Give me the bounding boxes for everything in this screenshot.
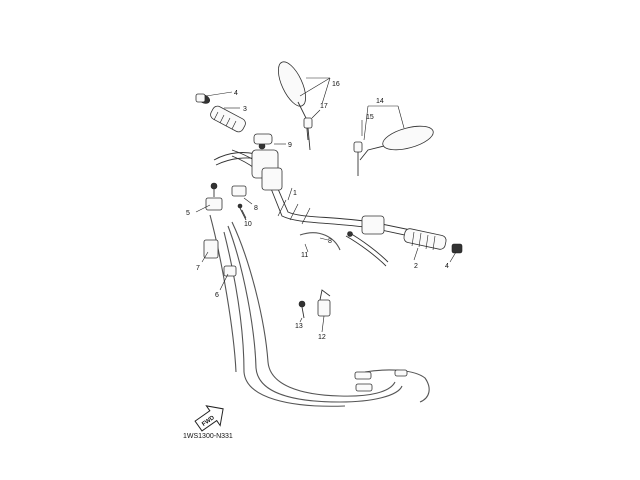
right-lever-assembly: [345, 215, 389, 267]
callout-13: 13: [295, 323, 303, 330]
diagram-code: 1WS1300-N331: [183, 433, 233, 440]
callout-3: 3: [243, 106, 247, 113]
grip-end-left: [195, 93, 210, 104]
mirror-right: [353, 125, 434, 176]
callout-15: 15: [366, 114, 374, 121]
callout-9: 9: [288, 142, 292, 149]
callout-2: 2: [414, 263, 418, 270]
callout-5: 5: [186, 210, 190, 217]
leader-lines: [195, 77, 457, 333]
callout-17: 17: [320, 103, 328, 110]
callout-7: 7: [196, 265, 200, 272]
right-grip: [403, 228, 447, 251]
callout-6: 6: [215, 292, 219, 299]
brake-switch-parts: [298, 289, 331, 319]
callout-14: 14: [376, 98, 384, 105]
fwd-arrow-icon: FWD: [194, 405, 224, 432]
callout-12: 12: [318, 334, 326, 341]
callout-16: 16: [332, 81, 340, 88]
left-lever-assembly: [213, 133, 283, 191]
left-switch-parts: [203, 182, 247, 277]
mirror-left: [277, 61, 313, 151]
callout-1: 1: [293, 190, 297, 197]
callout-8-mid: 8: [328, 238, 332, 245]
callout-4: 4: [234, 90, 238, 97]
callout-8: 8: [254, 205, 258, 212]
callout-11: 11: [301, 252, 308, 259]
callout-labels: 1 2 3 4 5 6 7 8 9 10 11 12 13 14 15 16 1…: [186, 81, 449, 341]
cable-ends: [354, 369, 408, 392]
grip-end-right: [451, 243, 463, 254]
left-grip: [210, 105, 246, 133]
callout-4-right: 4: [445, 263, 449, 270]
callout-10: 10: [244, 221, 252, 228]
